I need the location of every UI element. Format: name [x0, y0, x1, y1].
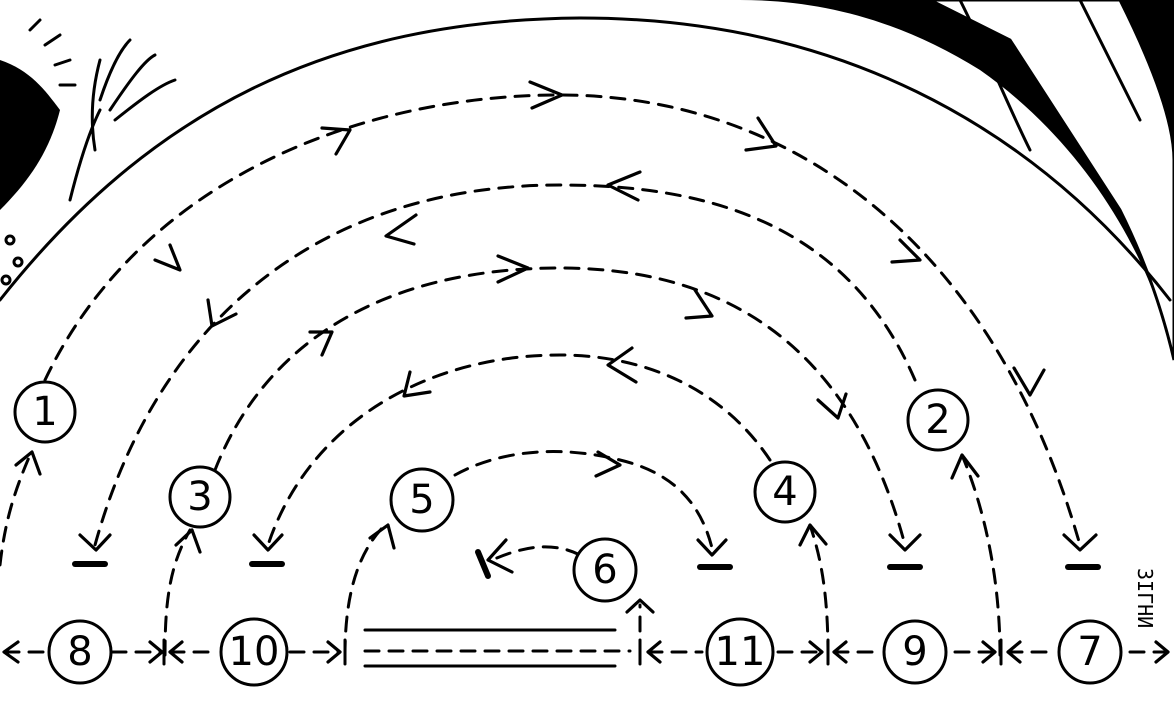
connector-to-2: [962, 455, 1000, 655]
node-label: 9: [902, 629, 927, 675]
arrowhead: [386, 215, 416, 244]
arc-4-to-left-mark: [268, 355, 770, 545]
node-label: 5: [409, 477, 434, 523]
node-2: 2: [908, 390, 968, 450]
arc-5-to-center-mark: [455, 452, 712, 548]
arrowhead: [370, 525, 394, 548]
arrowhead: [818, 394, 846, 418]
node-label: 3: [187, 474, 212, 520]
node-label: 8: [67, 629, 92, 675]
arrowhead: [746, 118, 776, 150]
node-11: 11: [707, 619, 773, 685]
landing-mark: [478, 552, 488, 576]
node-6: 6: [574, 539, 636, 601]
connector-to-5: [345, 525, 385, 655]
connector-to-3: [165, 530, 190, 655]
arrowhead: [608, 172, 640, 200]
connector-to-1: [0, 455, 30, 565]
artist-signature: ЗІГНИ: [1133, 568, 1157, 628]
node-10: 10: [221, 619, 287, 685]
dashed-arcs: [0, 82, 1096, 655]
node-label: 1: [32, 389, 57, 435]
node-label: 11: [715, 629, 766, 675]
arrowhead: [1014, 368, 1044, 395]
node-9: 9: [884, 621, 946, 683]
decorative-background: [740, 0, 1174, 360]
node-label: 6: [592, 547, 617, 593]
arrowhead: [498, 256, 528, 282]
node-8: 8: [49, 621, 111, 683]
node-3: 3: [170, 467, 230, 527]
node-label: 10: [229, 629, 280, 675]
node-label: 4: [772, 469, 797, 515]
arrowhead: [890, 535, 920, 550]
arrowhead: [155, 245, 180, 270]
arrowhead: [310, 332, 332, 355]
arrowhead: [208, 300, 236, 326]
node-5: 5: [391, 469, 453, 531]
arrowhead: [952, 455, 978, 478]
arrowhead: [1064, 535, 1096, 550]
node-label: 7: [1077, 629, 1102, 675]
arc-6-to-small-mark: [492, 547, 580, 560]
node-4: 4: [755, 462, 815, 522]
node-1: 1: [15, 382, 75, 442]
baseline-connectors: [4, 630, 1168, 666]
node-label: 2: [925, 397, 950, 443]
arrowhead: [254, 535, 282, 550]
node-7: 7: [1059, 621, 1121, 683]
